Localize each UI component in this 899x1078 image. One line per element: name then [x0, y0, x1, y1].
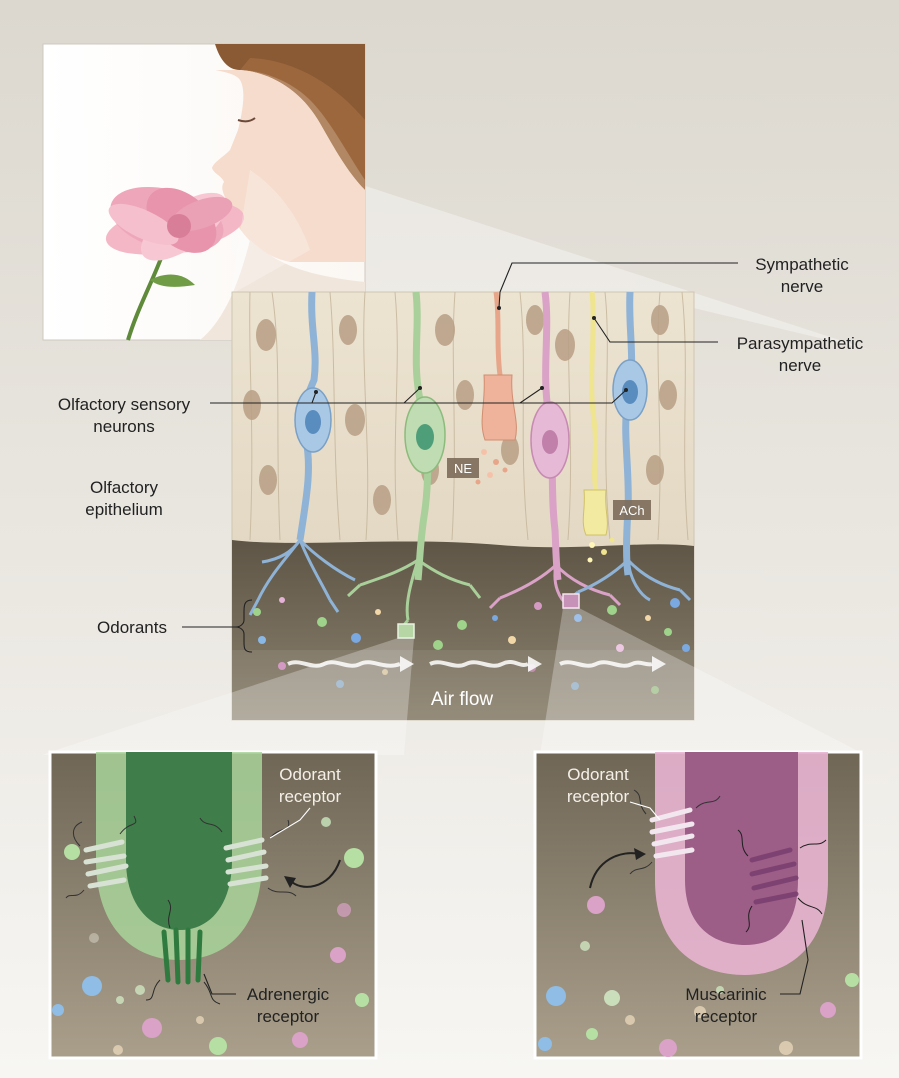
left-odorant-receptor-label-1: Odorant — [279, 765, 341, 784]
epithelium-label-1: Olfactory — [90, 478, 159, 497]
parasympathetic-label-2: nerve — [779, 356, 822, 375]
odorants-label: Odorants — [97, 618, 167, 637]
air-flow-label: Air flow — [431, 689, 494, 710]
svg-text:ACh: ACh — [619, 503, 644, 518]
muscarinic-receptor-label-1: Muscarinic — [685, 985, 767, 1004]
sympathetic-label-1: Sympathetic — [755, 255, 849, 274]
left-odorant-receptor-label-2: receptor — [279, 787, 342, 806]
parasympathetic-label-1: Parasympathetic — [737, 334, 864, 353]
zoom-box-adrenergic — [398, 624, 414, 638]
ne-tag: NE — [447, 458, 479, 478]
ach-tag: ACh — [613, 500, 651, 520]
muscarinic-receptor-label-2: receptor — [695, 1007, 758, 1026]
osn-label-1: Olfactory sensory — [58, 395, 191, 414]
osn-label-2: neurons — [93, 417, 154, 436]
adrenergic-receptor-label-1: Adrenergic — [247, 985, 330, 1004]
epithelium-label-2: epithelium — [85, 500, 163, 519]
adrenergic-receptor-label-2: receptor — [257, 1007, 320, 1026]
svg-text:NE: NE — [454, 461, 472, 476]
inset-muscarinic: Odorant receptor Muscarinic receptor — [535, 752, 861, 1058]
right-odorant-receptor-label-2: receptor — [567, 787, 630, 806]
right-odorant-receptor-label-1: Odorant — [567, 765, 629, 784]
sympathetic-label-2: nerve — [781, 277, 824, 296]
inset-adrenergic: Odorant receptor Adrenergic receptor — [50, 752, 376, 1058]
zoom-box-muscarinic — [563, 594, 579, 608]
